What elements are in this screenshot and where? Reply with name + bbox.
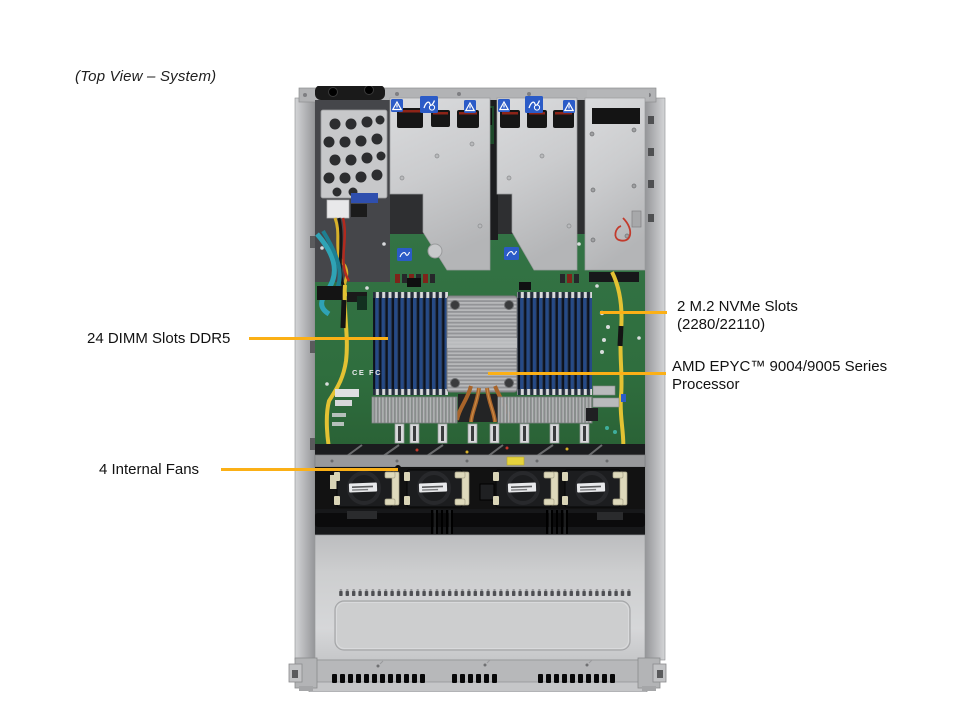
- rack-ear-left: [288, 657, 318, 691]
- front-cover: [314, 534, 646, 661]
- front-screw-marks: [376, 659, 593, 668]
- cover-emboss-panel: [334, 600, 631, 651]
- front-vent-slots: [332, 674, 615, 683]
- callout-label-m2-line2: (2280/22110): [677, 316, 766, 333]
- fan-wall: [314, 454, 646, 471]
- psu-black-connector: [351, 204, 367, 217]
- fan-module-2: [402, 468, 471, 509]
- fan-module-4: [560, 468, 629, 509]
- red-wire: [614, 217, 632, 242]
- board-labels: [332, 389, 359, 426]
- psu-blue-connector: [351, 193, 378, 203]
- callout-label-cpu-line2: Processor: [672, 376, 740, 393]
- vrm-heatsink-right: [497, 396, 593, 424]
- callout-label-m2: 2 M.2 NVMe Slots (2280/22110): [677, 298, 798, 334]
- cpu-heatsink: [446, 295, 518, 393]
- dimm-bank-right: [517, 292, 592, 395]
- callout-label-m2-line1: 2 M.2 NVMe Slots: [677, 298, 798, 315]
- callout-line-cpu: [488, 372, 666, 375]
- riser-screws: [399, 141, 483, 229]
- yellow-cable-left: [324, 284, 349, 459]
- board-ics: [357, 243, 531, 310]
- chassis-side-wall-left: [294, 97, 316, 661]
- cmos-battery: [427, 243, 443, 259]
- psu-white-connector: [326, 199, 350, 219]
- fan-module-3: [491, 468, 560, 509]
- callout-line-m2: [600, 311, 667, 314]
- psu-cable-connector: [317, 286, 345, 300]
- rack-ear-right: [637, 657, 667, 691]
- callout-label-dimm: 24 DIMM Slots DDR5: [87, 330, 231, 347]
- callout-line-fans: [221, 468, 398, 471]
- riser-screws: [506, 153, 572, 229]
- rear-bracket-right: [584, 90, 649, 282]
- fan-wall-warning-sticker: [506, 456, 525, 466]
- board-screws: [320, 242, 641, 386]
- heatsink-screws: [450, 300, 514, 388]
- warning-triangle-sticker: [497, 98, 511, 113]
- riser-bottom-sticker: [396, 247, 413, 262]
- fan-row: [315, 467, 645, 509]
- board-regulatory-marking: CE FC: [352, 368, 382, 377]
- fan-module-1: [332, 468, 401, 509]
- figure-caption: (Top View – System): [75, 68, 217, 85]
- chassis-hinge-marks: [310, 116, 654, 450]
- cable-zone-lower: [315, 509, 645, 535]
- pcie-slot-cutouts-right: [500, 110, 574, 128]
- vrm-heatsink-left: [371, 396, 458, 424]
- psu-bay: [315, 100, 390, 317]
- warning-triangle-sticker: [390, 98, 404, 113]
- fan-clip: [330, 475, 337, 489]
- server-top-view-illustration: CE FC: [287, 86, 668, 692]
- callout-label-cpu-line1: AMD EPYC™ 9004/9005 Series: [672, 358, 888, 375]
- psu-plate-holes: [323, 115, 386, 197]
- riser-bracket-left: [389, 95, 491, 271]
- yellow-cable-right: [610, 271, 626, 453]
- psu-fan-cover: [315, 86, 385, 100]
- pcie-slot-cutouts-left: [397, 108, 479, 128]
- bracket-latch: [631, 210, 642, 228]
- board-connector-row: [394, 423, 590, 444]
- warning-triangle-sticker: [562, 99, 576, 114]
- server-illustration-svg: CE FC: [288, 86, 667, 692]
- warning-triangle-sticker: [463, 99, 477, 114]
- riser-bracket-right: [496, 95, 578, 271]
- callout-line-dimm: [249, 337, 388, 340]
- riser-bottom-sticker: [503, 246, 520, 261]
- fan-power-junction: [479, 483, 495, 501]
- dimm-bank-left: [373, 292, 448, 395]
- callout-label-fans: 4 Internal Fans: [99, 461, 200, 478]
- callout-label-cpu: AMD EPYC™ 9004/9005 Series Processor: [672, 358, 887, 394]
- esd-warning-sticker: [419, 95, 439, 114]
- cover-vent-holes: [339, 589, 631, 596]
- front-edge: [308, 659, 648, 692]
- m2-slot-area: [586, 385, 626, 434]
- esd-warning-sticker: [524, 95, 544, 114]
